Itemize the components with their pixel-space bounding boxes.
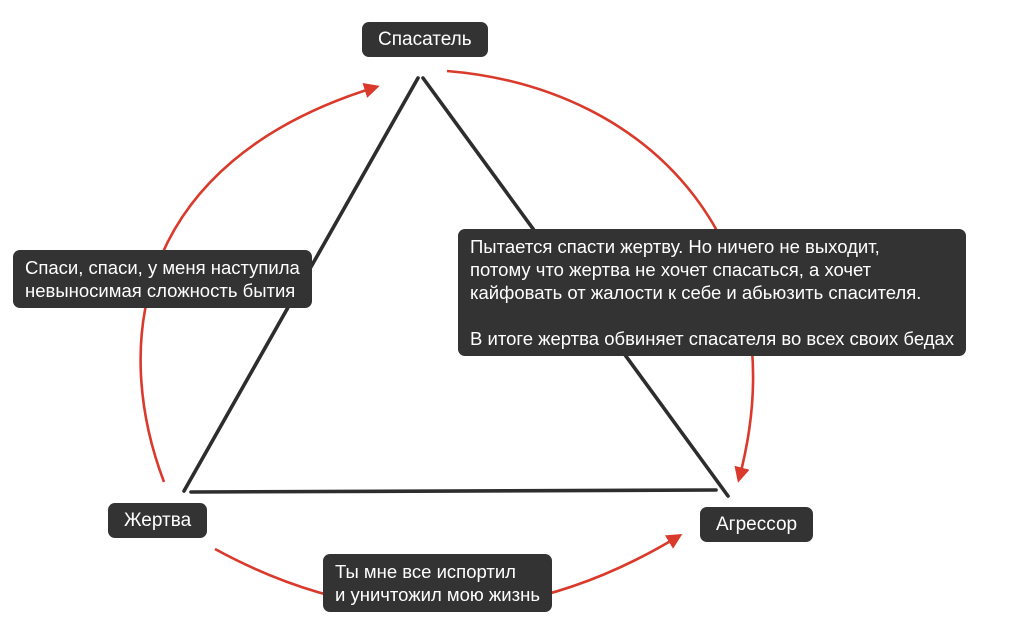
node-victim: Жертва (108, 503, 208, 538)
arrow-rescuer-to-aggressor (446, 69, 755, 483)
callout-victim-plea-line-1: Спаси, спаси, у меня наступила (25, 257, 300, 278)
callout-rescuer-outcome-line-4 (470, 304, 954, 327)
callout-rescuer-outcome-line-2: потому что жертва не хочет спасаться, а … (470, 259, 872, 280)
callout-victim-blame-line-1: Ты мне все испортил (335, 561, 516, 582)
callout-rescuer-outcome-line-3: кайфовать от жалости к себе и абьюзить с… (470, 282, 922, 303)
callout-rescuer-outcome-line-5: В итоге жертва обвиняет спасателя во все… (470, 328, 955, 349)
callout-rescuer-outcome: Пытается спасти жертву. Но ничего не вых… (458, 229, 967, 356)
callout-rescuer-outcome-line-1: Пытается спасти жертву. Но ничего не вых… (470, 236, 880, 257)
callout-victim-blame: Ты мне все испортил и уничтожил мою жизн… (323, 554, 552, 612)
callout-victim-plea-line-2: невыносимая сложность бытия (25, 280, 296, 301)
node-rescuer: Спасатель (362, 22, 488, 57)
callout-victim-blame-line-2: и уничтожил мою жизнь (335, 584, 540, 605)
callout-victim-plea: Спаси, спаси, у меня наступила невыносим… (13, 250, 312, 308)
triangle-side-bottom (189, 488, 718, 494)
node-aggressor: Агрессор (700, 507, 814, 542)
